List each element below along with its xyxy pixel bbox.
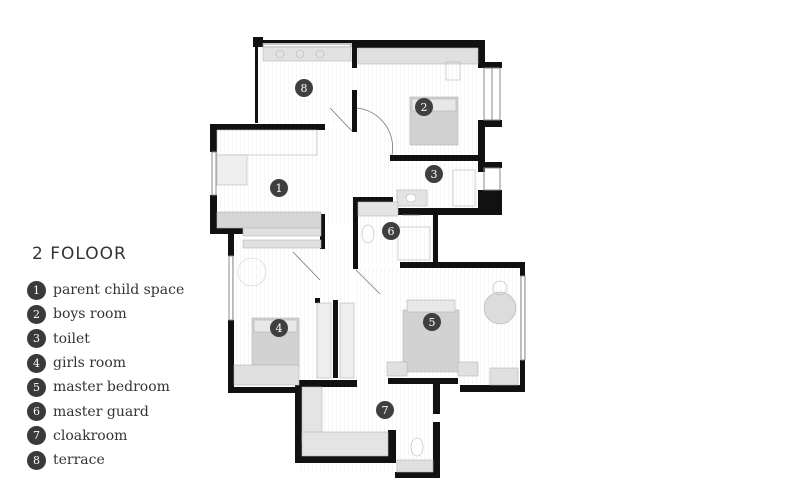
legend-item: 2 boys room <box>27 302 184 326</box>
room-marker-7: 7 <box>376 401 394 419</box>
legend-number: 4 <box>27 353 46 373</box>
legend-item: 3 toilet <box>27 327 184 351</box>
room-marker-4: 4 <box>270 319 288 337</box>
svg-text:7: 7 <box>382 404 389 417</box>
legend-number: 6 <box>27 402 46 422</box>
room-marker-5: 5 <box>423 313 441 331</box>
legend-number: 1 <box>27 280 46 300</box>
legend-label: cloakroom <box>53 427 128 444</box>
svg-text:2: 2 <box>421 101 428 114</box>
room-marker-8: 8 <box>295 79 313 97</box>
svg-text:3: 3 <box>431 168 438 181</box>
legend-item: 5 master bedroom <box>27 375 184 399</box>
room-marker-3: 3 <box>425 165 443 183</box>
legend-item: 1 parent child space <box>27 278 184 302</box>
svg-text:6: 6 <box>388 225 395 238</box>
room-markers: 8 2 1 3 6 4 5 7 <box>270 79 443 419</box>
svg-text:5: 5 <box>429 316 436 329</box>
legend-label: terrace <box>53 452 105 469</box>
legend-item: 4 girls room <box>27 351 184 375</box>
legend-label: parent child space <box>53 282 185 299</box>
floor-areas <box>215 45 525 472</box>
legend-item: 6 master guard <box>27 399 184 423</box>
legend-number: 8 <box>27 450 46 470</box>
legend-label: master guard <box>53 403 149 420</box>
svg-text:1: 1 <box>276 182 283 195</box>
legend-item: 7 cloakroom <box>27 424 184 448</box>
legend-label: master bedroom <box>53 379 170 396</box>
legend-item: 8 terrace <box>27 448 184 472</box>
svg-text:4: 4 <box>276 322 283 335</box>
legend-label: boys room <box>53 306 127 323</box>
legend-number: 5 <box>27 377 46 397</box>
room-marker-6: 6 <box>382 222 400 240</box>
legend-number: 3 <box>27 329 46 349</box>
room-marker-2: 2 <box>415 98 433 116</box>
legend-label: girls room <box>53 355 127 372</box>
legend-number: 7 <box>27 426 46 446</box>
legend-number: 2 <box>27 304 46 324</box>
legend-label: toilet <box>53 330 90 347</box>
floor-title: 2 FOLOOR <box>32 244 127 264</box>
doors <box>292 107 420 295</box>
room-marker-1: 1 <box>270 179 288 197</box>
svg-text:8: 8 <box>301 82 308 95</box>
room-legend: 1 parent child space 2 boys room 3 toilet 4… <box>27 278 184 472</box>
